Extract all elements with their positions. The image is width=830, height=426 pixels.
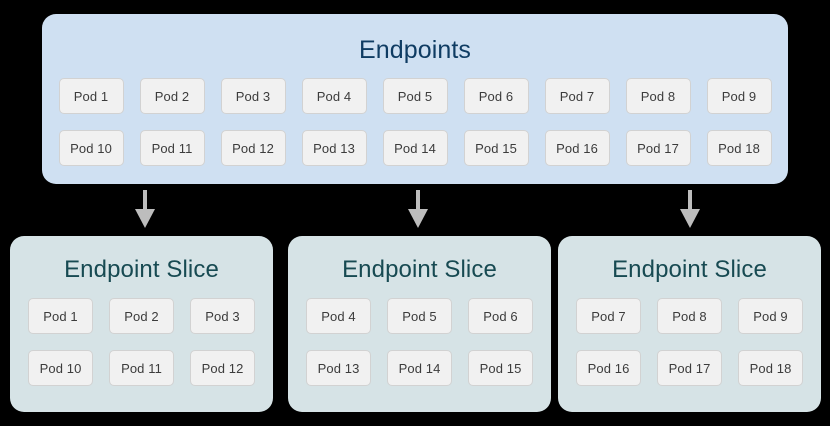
down-arrow-icon <box>677 190 703 228</box>
endpoint-slice-pod-grid: Pod 1 Pod 2 Pod 3 Pod 10 Pod 11 Pod 12 <box>10 298 273 386</box>
endpoint-slice-pod-row: Pod 4 Pod 5 Pod 6 <box>306 298 533 334</box>
pod-chip[interactable]: Pod 2 <box>109 298 174 334</box>
pod-chip[interactable]: Pod 8 <box>657 298 722 334</box>
endpoint-slice-title: Endpoint Slice <box>342 256 497 283</box>
endpoint-slice-pod-grid: Pod 7 Pod 8 Pod 9 Pod 16 Pod 17 Pod 18 <box>558 298 821 386</box>
pod-chip[interactable]: Pod 14 <box>382 130 448 166</box>
pod-chip[interactable]: Pod 6 <box>468 298 533 334</box>
endpoint-slice-pod-row: Pod 7 Pod 8 Pod 9 <box>576 298 803 334</box>
pod-chip[interactable]: Pod 1 <box>58 78 124 114</box>
endpoint-slice-panel: Endpoint Slice Pod 1 Pod 2 Pod 3 Pod 10 … <box>10 236 273 412</box>
pod-chip[interactable]: Pod 3 <box>190 298 255 334</box>
pod-chip[interactable]: Pod 5 <box>382 78 448 114</box>
pod-chip[interactable]: Pod 16 <box>544 130 610 166</box>
endpoint-slice-panel: Endpoint Slice Pod 4 Pod 5 Pod 6 Pod 13 … <box>288 236 551 412</box>
pod-chip[interactable]: Pod 16 <box>576 350 641 386</box>
pod-chip[interactable]: Pod 10 <box>28 350 93 386</box>
endpoint-slice-panel: Endpoint Slice Pod 7 Pod 8 Pod 9 Pod 16 … <box>558 236 821 412</box>
endpoint-slice-pod-row: Pod 13 Pod 14 Pod 15 <box>306 350 533 386</box>
pod-chip[interactable]: Pod 11 <box>109 350 174 386</box>
pod-chip[interactable]: Pod 3 <box>220 78 286 114</box>
endpoint-slice-pod-row: Pod 16 Pod 17 Pod 18 <box>576 350 803 386</box>
pod-chip[interactable]: Pod 7 <box>544 78 610 114</box>
down-arrow-icon <box>132 190 158 228</box>
pod-chip[interactable]: Pod 7 <box>576 298 641 334</box>
endpoint-slice-pod-row: Pod 10 Pod 11 Pod 12 <box>28 350 255 386</box>
pod-chip[interactable]: Pod 17 <box>657 350 722 386</box>
pod-chip[interactable]: Pod 1 <box>28 298 93 334</box>
pod-chip[interactable]: Pod 6 <box>463 78 529 114</box>
endpoints-pod-row: Pod 10 Pod 11 Pod 12 Pod 13 Pod 14 Pod 1… <box>58 130 772 166</box>
endpoint-slice-title: Endpoint Slice <box>64 256 219 283</box>
pod-chip[interactable]: Pod 13 <box>306 350 371 386</box>
pod-chip[interactable]: Pod 18 <box>738 350 803 386</box>
pod-chip[interactable]: Pod 9 <box>706 78 772 114</box>
pod-chip[interactable]: Pod 12 <box>190 350 255 386</box>
pod-chip[interactable]: Pod 13 <box>301 130 367 166</box>
pod-chip[interactable]: Pod 2 <box>139 78 205 114</box>
pod-chip[interactable]: Pod 10 <box>58 130 124 166</box>
down-arrow-icon <box>405 190 431 228</box>
pod-chip[interactable]: Pod 14 <box>387 350 452 386</box>
endpoint-slice-pod-row: Pod 1 Pod 2 Pod 3 <box>28 298 255 334</box>
endpoints-pod-row: Pod 1 Pod 2 Pod 3 Pod 4 Pod 5 Pod 6 Pod … <box>58 78 772 114</box>
pod-chip[interactable]: Pod 4 <box>301 78 367 114</box>
pod-chip[interactable]: Pod 8 <box>625 78 691 114</box>
endpoint-slice-title: Endpoint Slice <box>612 256 767 283</box>
pod-chip[interactable]: Pod 15 <box>468 350 533 386</box>
endpoint-slice-pod-grid: Pod 4 Pod 5 Pod 6 Pod 13 Pod 14 Pod 15 <box>288 298 551 386</box>
pod-chip[interactable]: Pod 18 <box>706 130 772 166</box>
endpoints-pod-grid: Pod 1 Pod 2 Pod 3 Pod 4 Pod 5 Pod 6 Pod … <box>42 78 788 166</box>
pod-chip[interactable]: Pod 9 <box>738 298 803 334</box>
pod-chip[interactable]: Pod 17 <box>625 130 691 166</box>
pod-chip[interactable]: Pod 15 <box>463 130 529 166</box>
pod-chip[interactable]: Pod 12 <box>220 130 286 166</box>
endpoints-title: Endpoints <box>358 36 472 64</box>
endpoints-panel: Endpoints Pod 1 Pod 2 Pod 3 Pod 4 Pod 5 … <box>42 14 788 184</box>
pod-chip[interactable]: Pod 5 <box>387 298 452 334</box>
pod-chip[interactable]: Pod 4 <box>306 298 371 334</box>
pod-chip[interactable]: Pod 11 <box>139 130 205 166</box>
